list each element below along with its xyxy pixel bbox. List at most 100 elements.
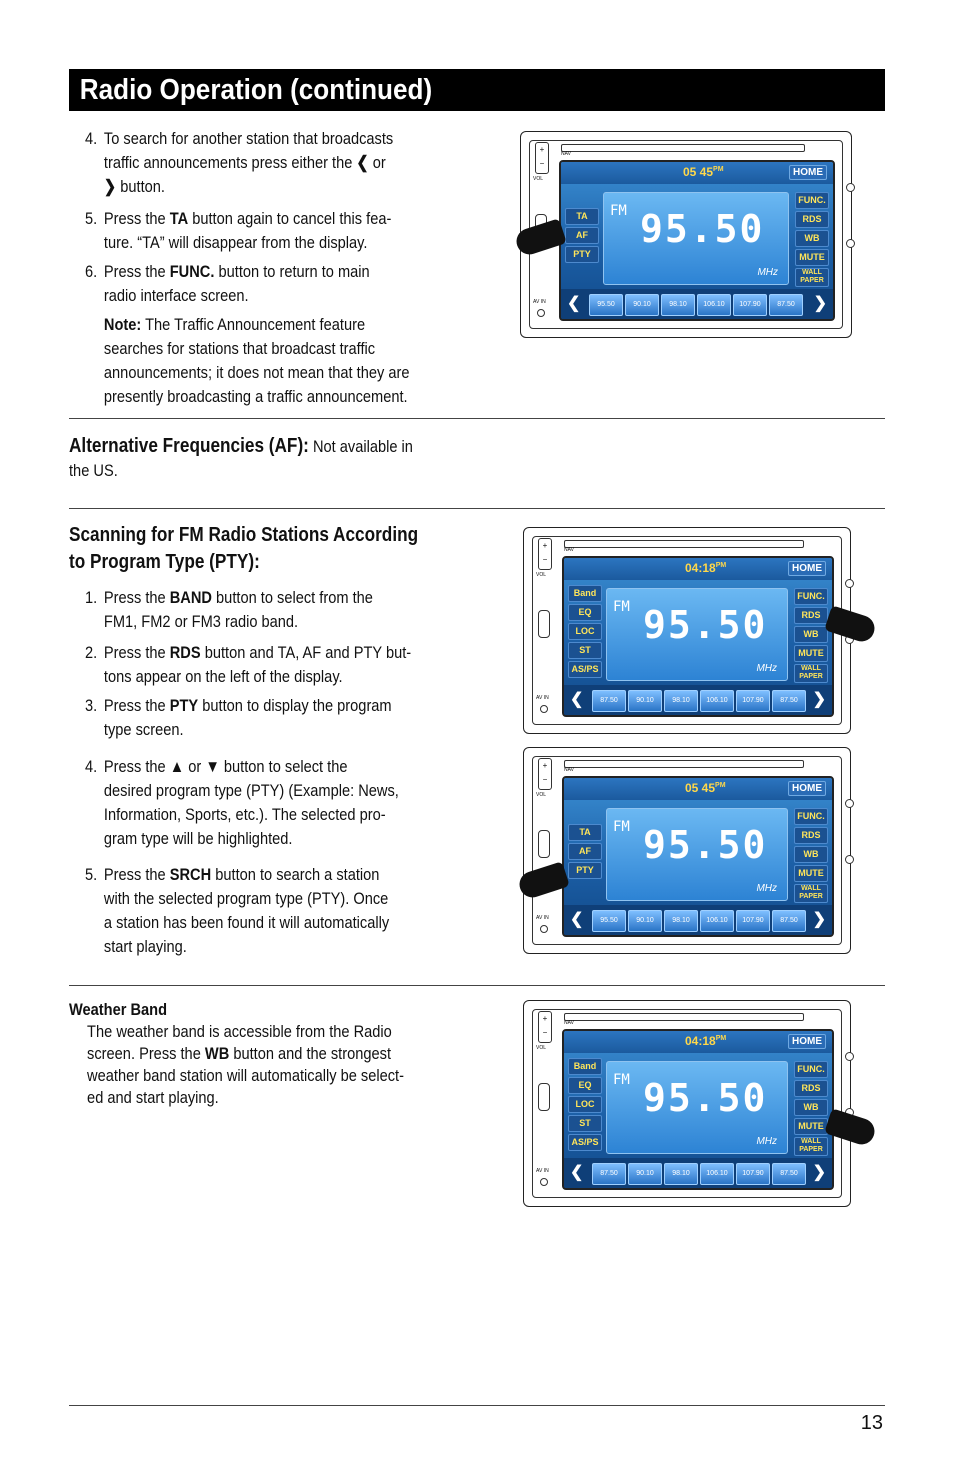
screen-left-button: AF — [568, 843, 602, 860]
nav-label: NAV — [561, 151, 571, 157]
screen-left-button: AF — [565, 227, 599, 244]
preset-button: 98.10 — [664, 690, 698, 712]
volume-rocker: +− — [538, 1011, 552, 1043]
page-number: 13 — [860, 1412, 883, 1434]
vol-label: VOL — [536, 572, 547, 578]
preset-button: 98.10 — [661, 294, 695, 316]
step-6: 6.Press the FUNC. button to return to ma… — [85, 262, 370, 305]
screen-left-button: EQ — [568, 1077, 602, 1094]
screen-left-button: AS/PS — [568, 1134, 602, 1151]
home-button: HOME — [789, 165, 827, 180]
frequency-readout: 95.50 — [643, 823, 768, 867]
page-title: Radio Operation (continued) — [79, 74, 433, 106]
chevron-left-icon: ❮ — [567, 295, 581, 312]
av-in-jack — [540, 925, 548, 933]
screen-right-button: WALL PAPER — [794, 884, 828, 903]
side-knob — [846, 239, 855, 248]
screen-left-button: Band — [568, 1058, 602, 1075]
preset-button: 95.50 — [592, 910, 626, 932]
screen-right-button: RDS — [794, 827, 828, 844]
chevron-right-icon: ❯ — [812, 691, 826, 708]
preset-button: 90.10 — [628, 1163, 662, 1185]
preset-button: 98.10 — [664, 1163, 698, 1185]
band-label: FM — [613, 1072, 630, 1088]
side-knob — [845, 855, 854, 864]
preset-button: 106.10 — [700, 1163, 734, 1185]
vol-label: VOL — [536, 792, 547, 798]
clock-display: 04:18PM — [685, 561, 727, 575]
disc-slot — [564, 1013, 804, 1021]
preset-button: 90.10 — [625, 294, 659, 316]
triangle-down-icon: ▼ — [205, 757, 220, 776]
chevron-left-icon: ❮ — [570, 1164, 584, 1181]
chevron-left-icon: ❮ — [570, 691, 584, 708]
screen-right-button: FUNC. — [795, 192, 829, 209]
frequency-readout: 95.50 — [643, 1076, 768, 1120]
nav-label: NAV — [564, 767, 574, 773]
af-paragraph: Alternative Frequencies (AF): Not availa… — [69, 435, 413, 480]
weather-heading: Weather Band — [69, 1000, 168, 1019]
vol-label: VOL — [533, 176, 544, 182]
screen-left-button: PTY — [565, 246, 599, 263]
chevron-right-icon: ❯ — [812, 911, 826, 928]
screen-right-button: RDS — [794, 607, 828, 624]
screen-right-button: WB — [795, 230, 829, 247]
frequency-readout: 95.50 — [643, 603, 768, 647]
screen-left-button: PTY — [568, 862, 602, 879]
screen-left-button: LOC — [568, 623, 602, 640]
vol-label: VOL — [536, 1045, 547, 1051]
note: Note: The Traffic Announcement feature s… — [103, 315, 410, 406]
screen-right-button: RDS — [795, 211, 829, 228]
sd-slot — [538, 1083, 550, 1111]
pty-step-5: 5.Press the SRCH button to search a stat… — [85, 865, 390, 956]
chevron-right-icon: ❯ — [812, 1164, 826, 1181]
clock-display: 05 45PM — [683, 165, 724, 179]
home-button: HOME — [788, 1034, 826, 1049]
unit-label: MHz — [756, 883, 777, 894]
volume-rocker: +− — [538, 538, 552, 570]
divider — [69, 418, 885, 419]
av-in-label: AV IN — [536, 695, 549, 701]
preset-button: 90.10 — [628, 690, 662, 712]
av-in-jack — [540, 705, 548, 713]
screen-left-button: TA — [568, 824, 602, 841]
screen-right-button: WALL PAPER — [795, 268, 829, 287]
pty-step-2: 2.Press the RDS button and TA, AF and PT… — [85, 643, 412, 686]
disc-slot — [564, 540, 804, 548]
weather-section: Weather Band The weather band is accessi… — [69, 999, 489, 1109]
band-label: FM — [610, 203, 627, 219]
preset-button: 87.50 — [772, 910, 806, 932]
screen-right-button: FUNC. — [794, 1061, 828, 1078]
preset-button: 87.50 — [592, 1163, 626, 1185]
step-4: 4.To search for another station that bro… — [85, 129, 394, 196]
screen-right-button: MUTE — [794, 645, 828, 662]
preset-button: 107.90 — [736, 690, 770, 712]
band-label: FM — [613, 599, 630, 615]
av-in-label: AV IN — [536, 1168, 549, 1174]
av-in-jack — [540, 1178, 548, 1186]
sd-slot — [538, 610, 550, 638]
screen-right-button: WALL PAPER — [794, 664, 828, 683]
chevron-right-icon: ❯ — [813, 295, 827, 312]
screen-left-button: LOC — [568, 1096, 602, 1113]
screen-left-button: EQ — [568, 604, 602, 621]
screen-left-button: TA — [565, 208, 599, 225]
volume-rocker: +− — [535, 142, 549, 174]
home-button: HOME — [788, 781, 826, 796]
pty-step-3: 3.Press the PTY button to display the pr… — [85, 696, 392, 739]
screen-right-button: WB — [794, 1099, 828, 1116]
section-banner: Radio Operation (continued) — [69, 69, 885, 111]
screen-left-button: Band — [568, 585, 602, 602]
preset-button: 98.10 — [664, 910, 698, 932]
band-label: FM — [613, 819, 630, 835]
disc-slot — [561, 144, 805, 152]
side-knob — [846, 183, 855, 192]
